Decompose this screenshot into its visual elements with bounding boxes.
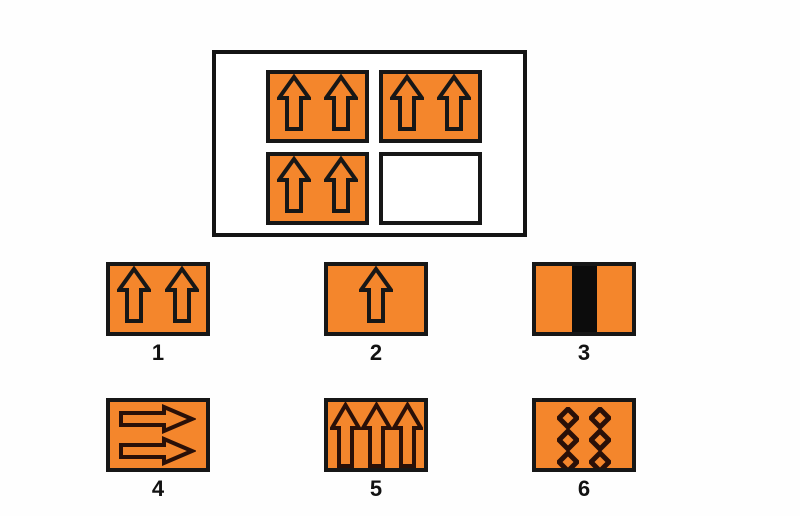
- option-1-label: 1: [151, 340, 165, 365]
- right-arrow-icon: [119, 404, 196, 434]
- diamond-icon: [557, 429, 579, 451]
- up-arrow-icon: [329, 402, 361, 468]
- up-arrow-icon: [117, 266, 151, 323]
- option-3-tile[interactable]: [532, 262, 636, 336]
- matrix-grid: [266, 70, 482, 225]
- answer-option-4[interactable]: 4: [106, 398, 210, 500]
- answer-option-3[interactable]: 3: [532, 262, 636, 364]
- matrix-frame: [212, 50, 527, 237]
- diamond-icon: [589, 429, 611, 451]
- option-6-tile[interactable]: [532, 398, 636, 472]
- black-bar-shape: [571, 266, 597, 332]
- vertical-bar-group: [536, 266, 632, 332]
- up-arrow-icon: [277, 156, 311, 213]
- arrow-group: [270, 74, 365, 139]
- option-2-label: 2: [369, 340, 383, 365]
- arrow-group: [270, 156, 365, 221]
- up-arrow-icon: [324, 156, 358, 213]
- option-2-tile[interactable]: [324, 262, 428, 336]
- diamond-icon: [589, 407, 611, 429]
- option-1-tile[interactable]: [106, 262, 210, 336]
- option-5-tile[interactable]: [324, 398, 428, 472]
- arrow-group: [328, 402, 424, 468]
- answer-option-5[interactable]: 5: [324, 398, 428, 500]
- arrow-group: [328, 266, 424, 332]
- up-arrow-icon: [165, 266, 199, 323]
- up-arrow-icon: [324, 74, 358, 131]
- up-arrow-icon: [391, 402, 423, 468]
- option-4-tile[interactable]: [106, 398, 210, 472]
- option-4-label: 4: [151, 476, 165, 501]
- arrow-group: [110, 402, 206, 468]
- up-arrow-icon: [277, 74, 311, 131]
- diamond-icon: [589, 451, 611, 468]
- arrow-group: [110, 266, 206, 332]
- matrix-cell-top-left: [266, 70, 369, 143]
- arrow-group: [383, 74, 478, 139]
- right-arrow-icon: [119, 436, 196, 466]
- up-arrow-icon: [360, 402, 392, 468]
- up-arrow-icon: [359, 266, 393, 323]
- diamond-icon: [557, 451, 579, 468]
- up-arrow-icon: [390, 74, 424, 131]
- answer-option-2[interactable]: 2: [324, 262, 428, 364]
- matrix-cell-top-right: [379, 70, 482, 143]
- option-6-label: 6: [577, 476, 591, 501]
- matrix-cell-bottom-left: [266, 152, 369, 225]
- answer-option-6[interactable]: 6: [532, 398, 636, 500]
- option-5-label: 5: [369, 476, 383, 501]
- option-3-label: 3: [577, 340, 591, 365]
- answer-option-1[interactable]: 1: [106, 262, 210, 364]
- up-arrow-icon: [437, 74, 471, 131]
- diamond-group: [536, 402, 632, 468]
- matrix-cell-bottom-right-blank: [379, 152, 482, 225]
- diamond-icon: [557, 407, 579, 429]
